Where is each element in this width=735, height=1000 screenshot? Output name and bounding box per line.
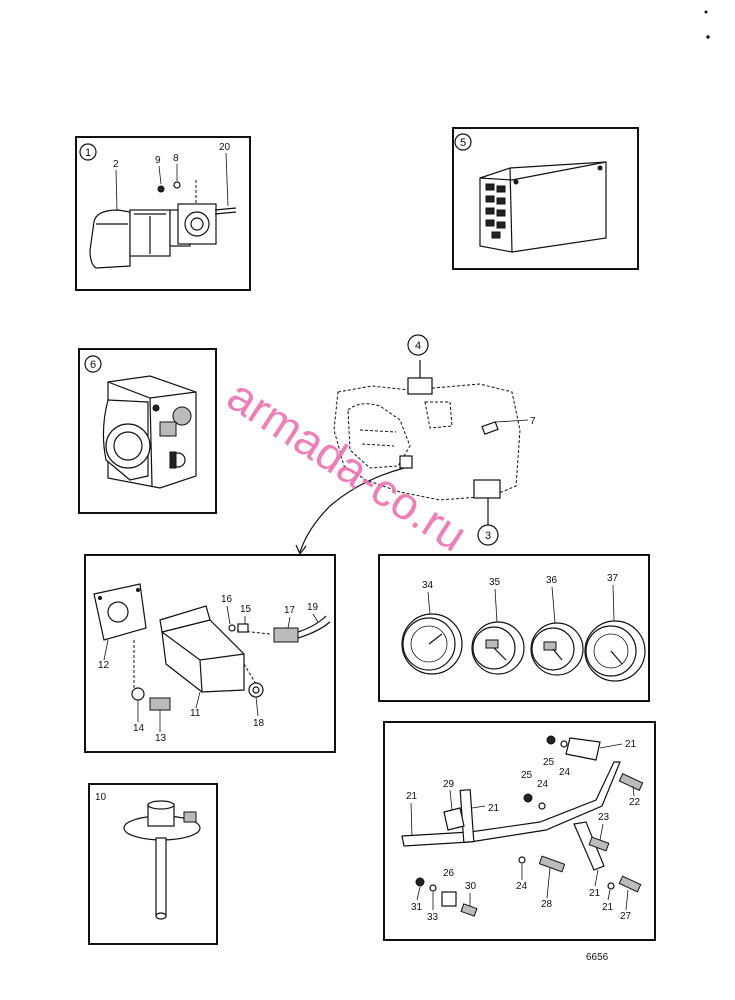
callout-8: 8 [173, 153, 179, 164]
panel-5-number: 5 [460, 137, 466, 149]
callout-17: 17 [284, 605, 296, 616]
watermark: armada-co.ru [219, 369, 477, 562]
callout-12: 12 [98, 660, 110, 671]
callout-25-top: 25 [543, 757, 555, 768]
scan-speck [706, 35, 710, 39]
callout-31: 30 [465, 881, 477, 892]
part-3-unit [473, 479, 501, 499]
callout-24-low: 24 [516, 881, 528, 892]
scan-speck [704, 10, 708, 14]
callout-27: 21 [602, 902, 614, 913]
callout-13: 13 [155, 733, 167, 744]
panel-gauges: 34 35 36 37 [378, 554, 650, 702]
callout-7: 7 [530, 416, 536, 427]
level-sensor [123, 800, 201, 920]
callout-30: 26 [443, 868, 455, 879]
callout-28: 28 [541, 899, 553, 910]
callout-9: 9 [155, 155, 161, 166]
panel-5: 5 [452, 127, 639, 270]
callout-2: 2 [113, 159, 119, 170]
callout-21-lower: 21 [589, 888, 601, 899]
callout-15: 15 [240, 604, 252, 615]
control-lever-unit [89, 180, 237, 269]
callout-32: 33 [427, 912, 439, 923]
panel-1: 1 2 9 8 20 [75, 136, 251, 291]
callout-26: 27 [620, 911, 632, 922]
callout-10: 10 [95, 792, 107, 803]
panel-6-number: 6 [90, 359, 96, 371]
drawing-number: 6656 [586, 952, 609, 963]
callout-33: 31 [411, 902, 423, 913]
panel-sensor: 10 [88, 783, 218, 945]
callout-29: 29 [443, 779, 455, 790]
callout-11: 11 [190, 708, 201, 719]
fittings [131, 615, 331, 711]
gauge-35 [471, 621, 525, 675]
callout-3: 3 [485, 530, 491, 542]
callout-24-mid: 24 [537, 779, 549, 790]
callout-24-top: 24 [559, 767, 571, 778]
callout-21-inner: 21 [488, 803, 500, 814]
callout-25-mid: 25 [521, 770, 533, 781]
callout-4: 4 [415, 340, 421, 352]
callout-21-top: 21 [625, 739, 637, 750]
callout-18: 18 [253, 718, 265, 729]
gauge-34 [401, 613, 463, 675]
part-4-sender [407, 377, 433, 395]
engine-outline: 4 7 3 [295, 334, 536, 556]
callout-37: 37 [607, 573, 619, 584]
panel-6: 6 [78, 348, 217, 514]
control-housing [102, 375, 197, 489]
callout-23: 23 [598, 812, 610, 823]
gauge-36 [530, 622, 584, 676]
panel-detail: 16 15 17 19 12 11 14 13 18 [84, 554, 336, 753]
bracket-11 [159, 605, 245, 693]
bracket-assembly [401, 735, 644, 917]
callout-21-left: 21 [406, 791, 418, 802]
part-connector [399, 455, 413, 469]
callout-20: 20 [219, 142, 231, 153]
detail-callouts: 16 15 17 19 12 11 14 13 18 [98, 594, 319, 744]
callout-22: 22 [629, 797, 641, 808]
part-7-sensor [481, 421, 499, 435]
relay-box [479, 161, 607, 253]
gauge-callouts: 34 35 36 37 [422, 573, 619, 624]
gauge-37 [584, 620, 646, 682]
callout-16: 16 [221, 594, 233, 605]
panel-bracket: 21 25 24 21 25 24 22 29 21 21 23 24 28 2… [383, 721, 656, 941]
mounting-plate-12 [93, 583, 147, 641]
callout-19: 19 [307, 602, 319, 613]
callout-36: 36 [546, 575, 558, 586]
bracket-callouts: 21 25 24 21 25 24 22 29 21 21 23 24 28 2… [406, 739, 641, 923]
panel-1-number: 1 [85, 147, 91, 159]
callout-34: 34 [422, 580, 434, 591]
callout-35: 35 [489, 577, 501, 588]
callout-14: 14 [133, 723, 145, 734]
panel-1-callouts: 2 9 8 20 [113, 142, 231, 211]
